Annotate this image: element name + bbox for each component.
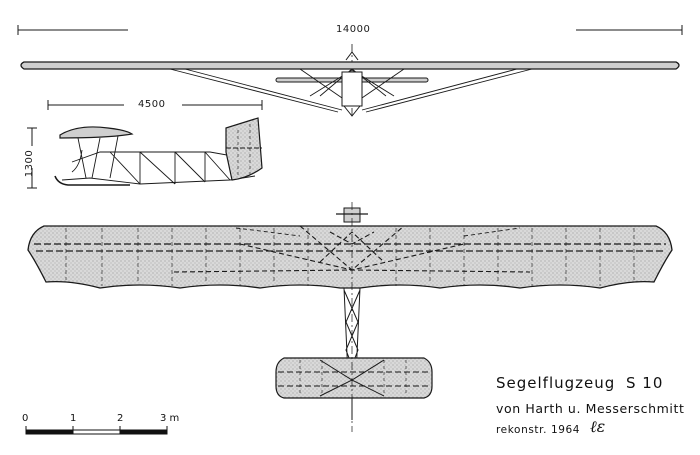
height-dimension-label: 1300	[24, 149, 36, 178]
top-wing-spars	[34, 243, 666, 252]
title-designers: von Harth u. Messerschmitt	[496, 401, 685, 416]
side-fuselage-frame	[61, 135, 256, 185]
front-view	[17, 25, 683, 118]
top-view	[27, 202, 673, 432]
side-wing	[59, 126, 134, 139]
front-fuselage	[341, 71, 363, 107]
length-dimension-label: 4500	[138, 99, 166, 110]
side-rudder	[225, 117, 263, 181]
scale-label-2: 2	[117, 413, 124, 424]
title-reconstruction: rekonstr. 1964	[496, 424, 581, 436]
signature: ℓε	[590, 417, 606, 436]
side-skid	[54, 175, 130, 186]
title-main: Segelflugzeug	[496, 374, 616, 392]
scale-label-1: 1	[70, 413, 77, 424]
top-stabilizer	[275, 357, 433, 399]
scale-bar	[25, 426, 168, 435]
top-wing-ribs	[65, 228, 635, 286]
front-struts	[169, 68, 533, 113]
scale-seg-0	[25, 429, 74, 435]
title-model: S 10	[626, 374, 664, 392]
front-wing	[20, 61, 680, 70]
top-wing	[27, 225, 673, 289]
scale-label-0: 0	[22, 413, 29, 424]
span-dimension-label: 14000	[336, 24, 371, 35]
scale-label-3: 3 m	[160, 413, 180, 424]
scale-seg-2	[119, 429, 168, 435]
side-view	[27, 100, 263, 189]
scale-seg-1	[72, 429, 121, 435]
